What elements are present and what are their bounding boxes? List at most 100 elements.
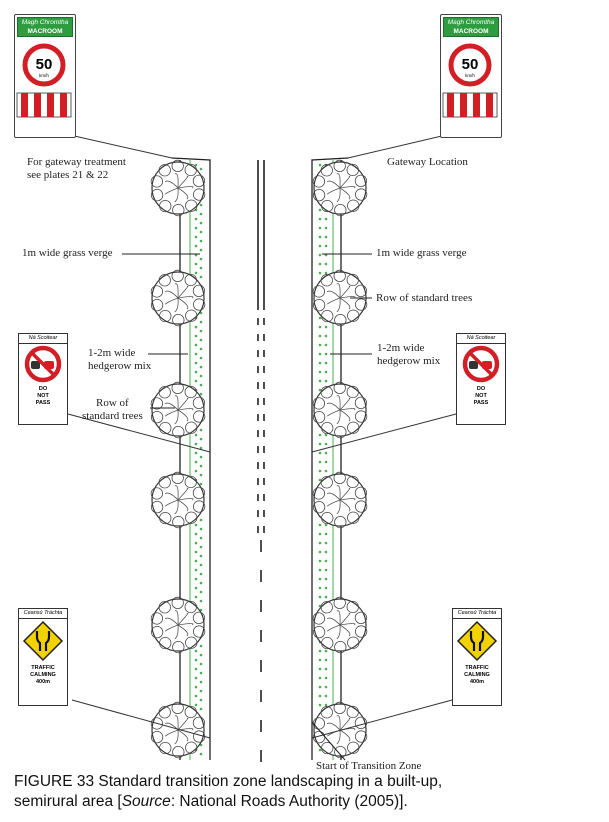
hedge-dot [199,266,203,270]
hedge-dot [318,361,322,365]
hedge-dot [199,599,203,603]
hedge-dot [194,694,198,698]
hedge-dot [199,275,203,279]
tree-icon [150,596,206,654]
speed-unit: km/h [39,73,49,78]
hedge-dot [324,451,328,455]
hedge-dot [318,748,322,752]
hedge-dot [324,649,328,653]
annotation-gateway-location: Gateway Location [387,156,468,168]
hedge-dot [199,329,203,333]
hedge-dot [199,239,203,243]
hedge-dot [324,469,328,473]
footer-line-1: DO [38,386,48,392]
hedge-dot [199,698,203,702]
gateway-red-white-bars [442,92,498,118]
no-overtaking-footer: DO NOT PASS [19,384,67,409]
hedge-dot [199,671,203,675]
hedge-dot [199,707,203,711]
hedge-dot [324,586,328,590]
footer-line-2: CALMING [30,672,56,678]
right-road-edge [311,157,349,760]
annotation-gateway-treatment: For gateway treatment see plates 21 & 22 [27,156,126,182]
hedge-dot [199,554,203,558]
hedge-dot [199,248,203,252]
caption-line-2: semirural area [Source: National Roads A… [14,792,604,812]
gateway-sign-left: Magh Chromtha MACROOM 50 km/h [14,14,76,138]
traffic-calming-header: Ceansú Tráchta [19,609,67,619]
hedge-dot [324,532,328,536]
annotation-right-hedgerow: 1-2m wide hedgerow mix [377,342,440,368]
hedge-dot [194,451,198,455]
speed-value: 50 [36,56,53,73]
hedge-dot [318,577,322,581]
centre-dashes [257,318,265,762]
hedge-dot [194,217,198,221]
hedge-dot [318,703,322,707]
road-narrows-icon [456,620,498,662]
footer-line-3: PASS [35,400,51,406]
hedge-dot [324,667,328,671]
hedge-dot [199,455,203,459]
hedge-dot [324,334,328,338]
hedge-dot [318,208,322,212]
hedge-dot [324,379,328,383]
hedge-dot [324,325,328,329]
sign-connectors [67,134,457,739]
hedge-dot [194,568,198,572]
hedge-dot [324,685,328,689]
hedge-dot [199,518,203,522]
hedge-dot [318,667,322,671]
hedge-dot [199,230,203,234]
hedge-dot [318,271,322,275]
hedge-dot [318,343,322,347]
hedge-dot [324,244,328,248]
no-overtaking-header: Ná Scoitear [457,334,505,344]
gateway-place-panel: Magh Chromtha MACROOM [17,17,73,37]
tree-icon [312,269,368,327]
hedge-dot [318,235,322,239]
no-overtaking-sign-left: Ná Scoitear DO NOT PASS [18,333,68,425]
hedge-dot [324,568,328,572]
hedge-dot [324,460,328,464]
tree-icon [150,159,206,217]
hedge-dot [194,433,198,437]
hedge-dot [199,365,203,369]
hedge-dot [318,532,322,536]
hedge-dot [324,577,328,581]
hedge-dot [318,550,322,554]
hedge-dot [194,352,198,356]
footer-line-1: TRAFFIC [31,665,55,671]
tree-icon [312,596,368,654]
hedge-dot [324,658,328,662]
hedge-dot [194,550,198,554]
hedge-dot [199,482,203,486]
no-overtaking-icon [24,345,62,383]
hedge-dot [199,374,203,378]
footer-line-2: NOT [475,393,487,399]
hedge-dot [318,658,322,662]
hedge-dot [199,338,203,342]
hedge-dot [194,703,198,707]
hedge-dot [199,383,203,387]
hedge-dot [318,568,322,572]
leader-lines [122,253,372,761]
no-overtaking-sign-right: Ná Scoitear DO NOT PASS [456,333,506,425]
hedge-dot [318,451,322,455]
hedge-dot [324,217,328,221]
leader-start-zone [311,721,346,761]
traffic-calming-footer: TRAFFIC CALMING 400m [453,663,501,688]
hedge-dot [318,325,322,329]
hedge-dot [194,667,198,671]
caption-part-b: : National Roads Authority (2005)]. [170,793,408,810]
annotation-left-hedgerow: 1-2m wide hedgerow mix [88,347,151,373]
annotation-line-2: hedgerow mix [88,360,152,372]
hedge-dot [194,541,198,545]
hedge-dot [194,226,198,230]
hedge-dot [318,685,322,689]
hedge-dot [199,644,203,648]
road-edges [171,157,349,760]
hedge-dot [194,370,198,374]
gateway-place-english: MACROOM [453,28,489,35]
